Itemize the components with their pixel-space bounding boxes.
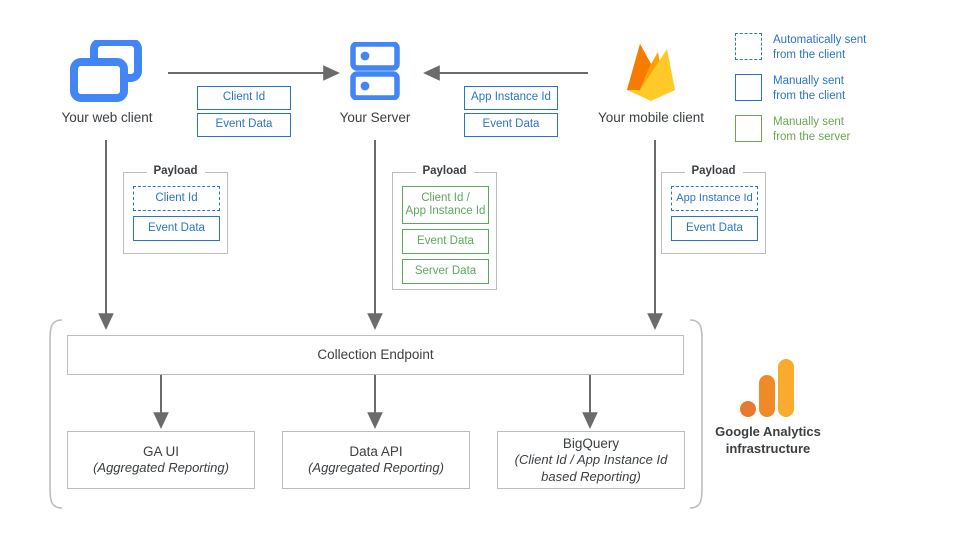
infrastructure-bracket-left bbox=[49, 319, 63, 509]
server-label: Your Server bbox=[339, 110, 411, 125]
payload-server-identity-line2: App Instance Id bbox=[405, 205, 486, 217]
payload-mobile-title: Payload bbox=[684, 165, 743, 177]
legend-swatch-solid-blue-icon bbox=[735, 74, 762, 101]
bigquery-title: BigQuery bbox=[562, 435, 620, 451]
bigquery-subtitle-2: based Reporting) bbox=[541, 468, 641, 484]
tag-web-event-data: Event Data bbox=[197, 113, 291, 137]
ga-ui-title: GA UI bbox=[142, 444, 179, 460]
legend-swatch-solid-green-icon bbox=[735, 115, 762, 142]
legend-text-automatic-client: Automatically sent from the client bbox=[773, 33, 866, 63]
output-box-data-api: Data API (Aggregated Reporting) bbox=[282, 431, 470, 489]
web-client-label: Your web client bbox=[61, 110, 153, 125]
payload-web-client: Payload Client Id Event Data bbox=[123, 165, 228, 254]
legend-manual-server-line2: from the server bbox=[773, 131, 851, 144]
legend-auto-line2: from the client bbox=[773, 49, 846, 62]
bigquery-subtitle: (Client Id / App Instance Id bbox=[514, 452, 668, 467]
ga-infrastructure-caption: Google Analytics infrastructure bbox=[692, 424, 844, 458]
web-client-icon bbox=[70, 38, 142, 102]
payload-server-identity: Client Id / App Instance Id bbox=[402, 186, 489, 224]
collection-endpoint-box: Collection Endpoint bbox=[67, 335, 684, 375]
data-api-title: Data API bbox=[349, 444, 403, 460]
payload-mobile-app-instance-id: App Instance Id bbox=[671, 186, 758, 211]
legend-auto-line1: Automatically sent bbox=[773, 34, 867, 46]
ga-ui-subtitle: (Aggregated Reporting) bbox=[93, 460, 229, 476]
ga-caption-line2: infrastructure bbox=[725, 440, 811, 456]
data-api-subtitle: (Aggregated Reporting) bbox=[308, 460, 444, 476]
output-box-bigquery: BigQuery (Client Id / App Instance Id ba… bbox=[497, 431, 685, 489]
legend-item-manual-server: Manually sent from the server bbox=[735, 115, 850, 145]
google-analytics-logo bbox=[740, 358, 796, 420]
payload-server-identity-line1: Client Id / bbox=[421, 191, 470, 204]
legend-manual-client-line1: Manually sent bbox=[773, 75, 844, 87]
collection-endpoint-label: Collection Endpoint bbox=[317, 347, 434, 363]
payload-server-title: Payload bbox=[415, 165, 474, 177]
legend-manual-client-line2: from the client bbox=[773, 90, 846, 103]
payload-server-server-data: Server Data bbox=[402, 259, 489, 284]
legend-item-automatic-client: Automatically sent from the client bbox=[735, 33, 866, 63]
payload-server: Payload Client Id / App Instance Id Even… bbox=[392, 165, 497, 290]
legend-text-manual-client: Manually sent from the client bbox=[773, 74, 845, 104]
output-box-ga-ui: GA UI (Aggregated Reporting) bbox=[67, 431, 255, 489]
firebase-icon bbox=[620, 38, 682, 104]
tag-mobile-event-data: Event Data bbox=[464, 113, 558, 137]
legend-swatch-dashed-blue-icon bbox=[735, 33, 762, 60]
legend-item-manual-client: Manually sent from the client bbox=[735, 74, 845, 104]
infrastructure-bracket-right bbox=[689, 319, 703, 509]
ga-caption-line1: Google Analytics bbox=[715, 424, 821, 439]
payload-web-client-id: Client Id bbox=[133, 186, 220, 211]
payload-web-event-data: Event Data bbox=[133, 216, 220, 241]
payload-mobile-event-data: Event Data bbox=[671, 216, 758, 241]
legend-manual-server-line1: Manually sent bbox=[773, 116, 844, 128]
tag-web-client-id: Client Id bbox=[197, 86, 291, 110]
server-icon bbox=[350, 41, 400, 101]
legend-text-manual-server: Manually sent from the server bbox=[773, 115, 850, 145]
payload-web-title: Payload bbox=[146, 165, 205, 177]
payload-mobile-client: Payload App Instance Id Event Data bbox=[661, 165, 766, 254]
mobile-client-label: Your mobile client bbox=[597, 110, 705, 125]
payload-server-event-data: Event Data bbox=[402, 229, 489, 254]
tag-mobile-app-instance-id: App Instance Id bbox=[464, 86, 558, 110]
